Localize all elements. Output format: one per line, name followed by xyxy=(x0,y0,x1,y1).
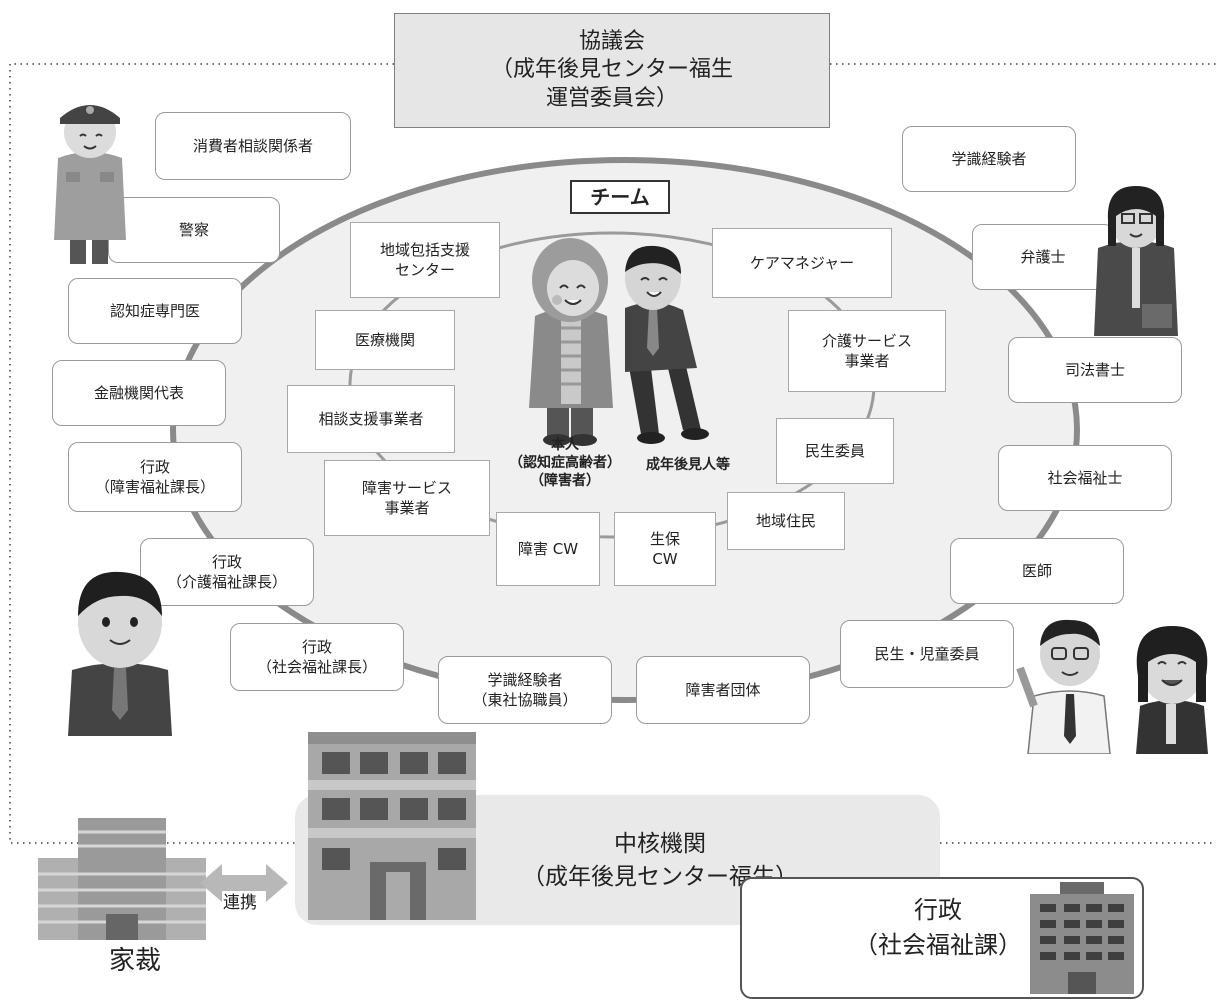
family-court-label: 家裁 xyxy=(108,946,161,976)
family-court-building-icon xyxy=(38,818,206,940)
node-label: 警察 xyxy=(178,220,209,239)
node-disability-service: 障害サービス 事業者 xyxy=(324,460,490,536)
node-label: 行政 （障害福祉課長） xyxy=(94,457,215,496)
link-label: 連携 xyxy=(223,893,257,913)
node-label: 障害者団体 xyxy=(685,680,761,699)
node-label: 生保 CW xyxy=(649,529,680,568)
node-label: 認知症専門医 xyxy=(109,301,200,320)
council-box: 協議会 （成年後見センター福生 運営委員会） xyxy=(394,13,830,128)
node-medical-institution: 医療機関 xyxy=(315,310,455,370)
node-label: 医療機関 xyxy=(354,330,415,349)
node-label: 行政 （介護福祉課長） xyxy=(166,552,287,591)
elderly-person-figure xyxy=(529,238,613,446)
node-consumer-affairs: 消費者相談関係者 xyxy=(155,112,351,180)
node-label: 社会福祉士 xyxy=(1047,468,1123,487)
node-consult-support: 相談支援事業者 xyxy=(287,385,455,453)
node-finance-rep: 金融機関代表 xyxy=(52,360,226,426)
node-label: 民生・児童委員 xyxy=(874,644,980,663)
node-label: 司法書士 xyxy=(1064,360,1125,379)
node-social-worker: 社会福祉士 xyxy=(998,445,1172,511)
bidirectional-arrow-icon xyxy=(200,864,288,902)
node-admin-disability: 行政 （障害福祉課長） xyxy=(68,442,242,512)
node-label: 行政 （社会福祉課長） xyxy=(256,637,377,676)
node-disability-org: 障害者団体 xyxy=(636,656,810,724)
government-building-icon xyxy=(1030,882,1134,994)
node-label: 学識経験者 （東社協職員） xyxy=(472,670,578,709)
lawyer-illustration xyxy=(1094,186,1178,336)
node-dementia-doctor: 認知症専門医 xyxy=(68,278,242,344)
team-label-text: チーム xyxy=(590,184,650,209)
person-caption: 本人 （認知症高齢者） （障害者） xyxy=(509,437,621,490)
guardian-caption: 成年後見人等 xyxy=(646,457,730,473)
node-label: 弁護士 xyxy=(1020,247,1066,266)
node-physician: 医師 xyxy=(950,538,1124,604)
node-welfare-child-commissioner: 民生・児童委員 xyxy=(840,620,1014,688)
node-academic: 学識経験者 xyxy=(902,126,1076,192)
core-agency-title: 中核機関 （成年後見センター福生） xyxy=(522,831,798,891)
administrator-illustration xyxy=(68,571,172,736)
network-boundary-dotted xyxy=(9,63,394,844)
guardian-figure xyxy=(625,245,709,444)
node-label: 障害サービス 事業者 xyxy=(361,478,452,517)
government-title: 行政 （社会福祉課） xyxy=(854,896,1022,959)
node-welfare-commissioner: 民生委員 xyxy=(776,418,894,484)
node-admin-social: 行政 （社会福祉課長） xyxy=(230,623,404,691)
node-label: 学識経験者 xyxy=(951,149,1027,168)
node-judicial-scrivener: 司法書士 xyxy=(1008,337,1182,403)
node-local-residents: 地域住民 xyxy=(727,492,845,550)
council-title: 協議会 （成年後見センター福生 運営委員会） xyxy=(490,29,733,111)
node-community-support-center: 地域包括支援 センター xyxy=(350,222,500,298)
node-care-service: 介護サービス 事業者 xyxy=(788,310,946,392)
node-label: 金融機関代表 xyxy=(93,383,184,402)
node-lawyer: 弁護士 xyxy=(972,224,1114,290)
node-label: 障害 CW xyxy=(517,539,579,558)
person-and-guardian-illustration xyxy=(529,238,709,446)
core-agency-building-icon xyxy=(308,732,476,920)
node-care-manager: ケアマネジャー xyxy=(712,228,892,298)
node-police: 警察 xyxy=(108,197,280,263)
node-welfare-cw: 生保 CW xyxy=(614,512,716,586)
node-label: ケアマネジャー xyxy=(749,253,855,272)
team-label: チーム xyxy=(570,180,670,214)
node-label: 地域住民 xyxy=(755,511,816,530)
node-admin-care: 行政 （介護福祉課長） xyxy=(140,538,314,606)
doctor-and-staff-illustration xyxy=(1016,619,1208,754)
police-officer-illustration xyxy=(54,105,126,264)
node-academic-shakyo: 学識経験者 （東社協職員） xyxy=(438,656,612,724)
node-label: 医師 xyxy=(1021,561,1052,580)
node-label: 地域包括支援 センター xyxy=(379,240,470,279)
node-label: 民生委員 xyxy=(804,441,865,460)
node-label: 介護サービス 事業者 xyxy=(821,331,912,370)
node-label: 消費者相談関係者 xyxy=(192,136,313,155)
node-label: 相談支援事業者 xyxy=(318,409,424,428)
node-disability-cw: 障害 CW xyxy=(496,512,600,586)
